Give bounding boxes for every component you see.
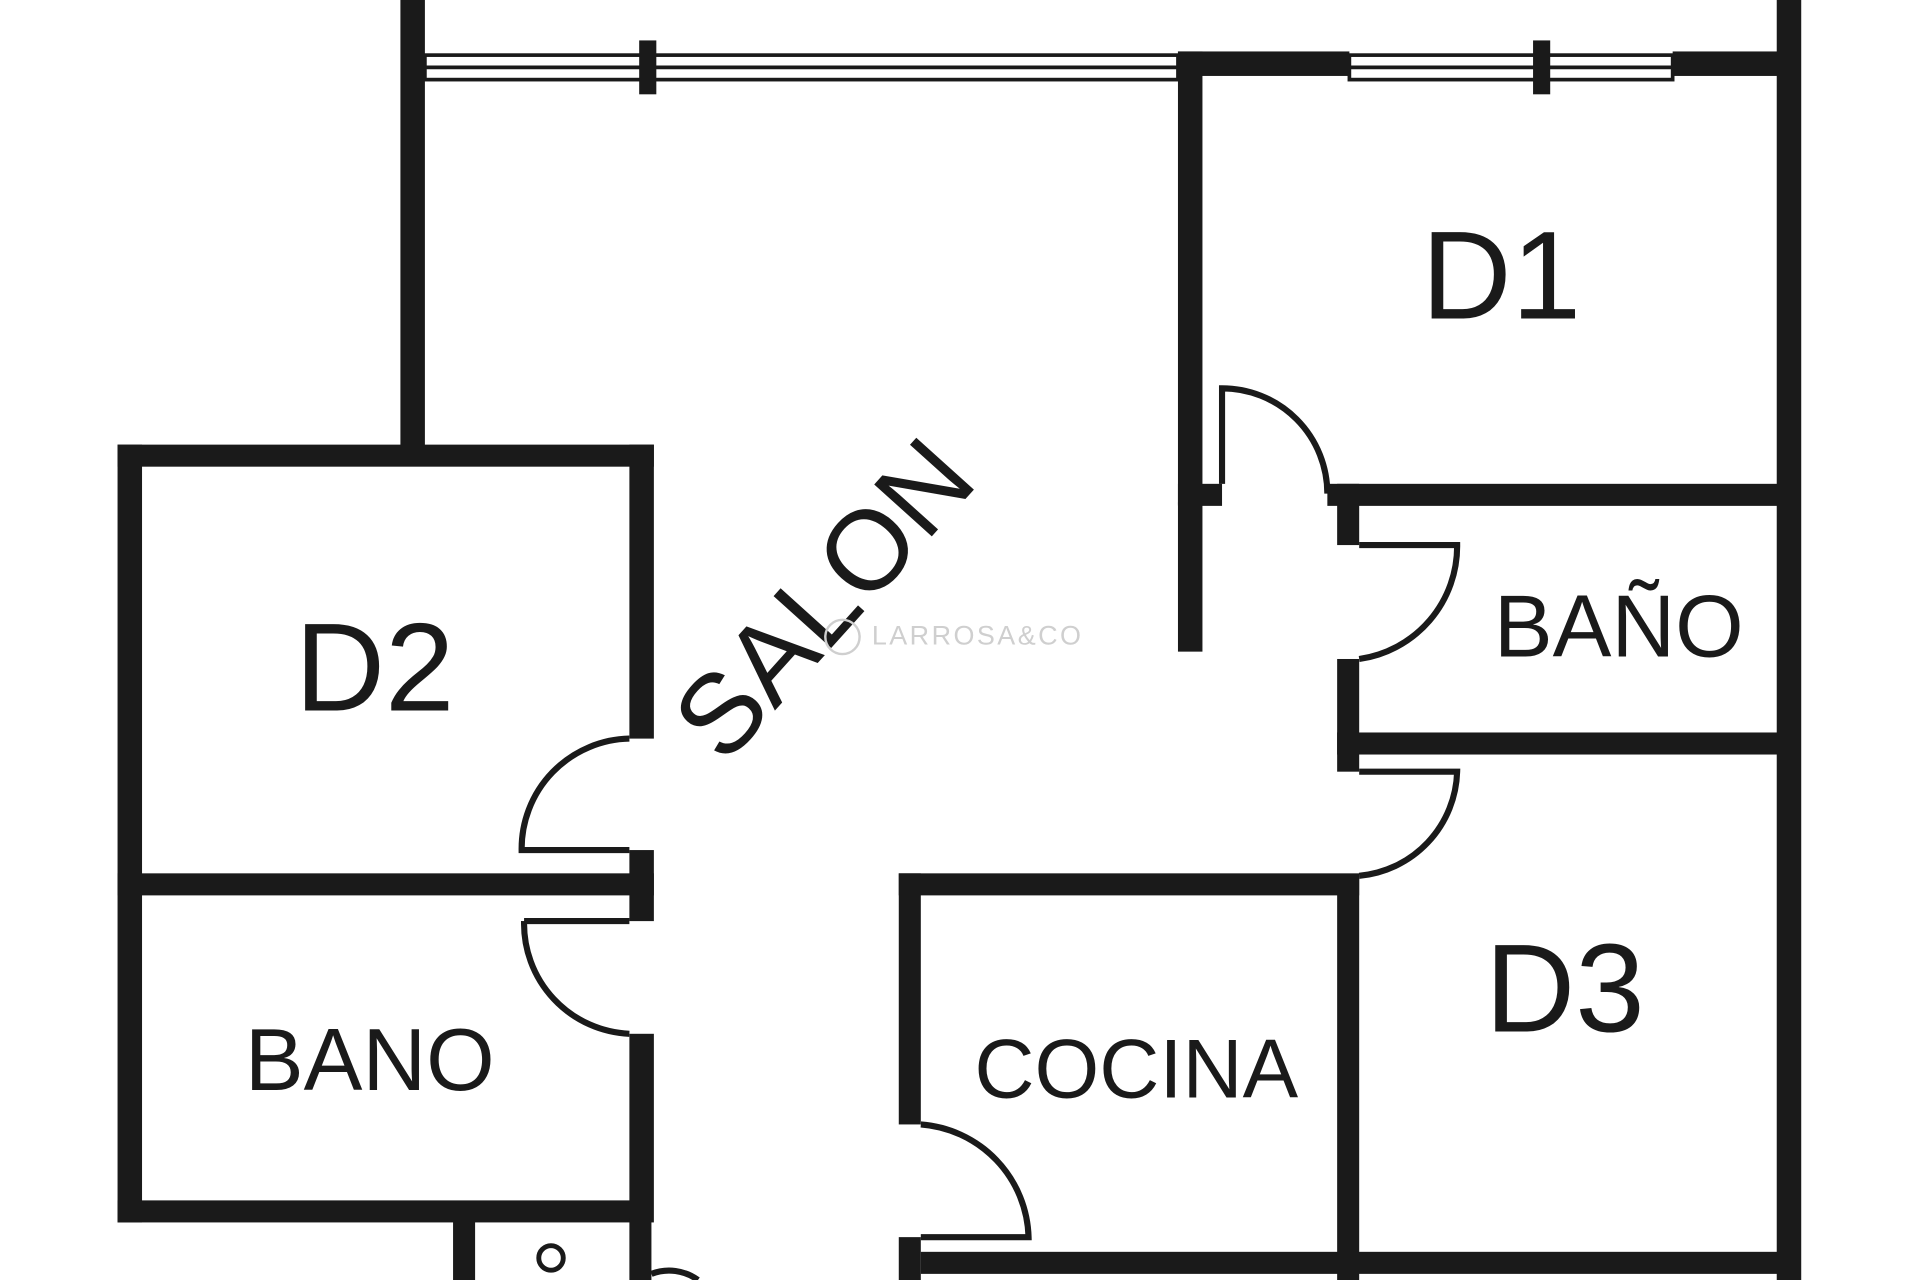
wall (117, 444, 654, 467)
wall (898, 1237, 921, 1280)
wall (629, 1218, 652, 1280)
wall (400, 0, 425, 454)
wall (1776, 0, 1802, 1280)
wall (117, 1200, 652, 1223)
wall (629, 444, 654, 739)
door-swing (521, 918, 630, 1037)
wall (1337, 875, 1360, 1280)
watermark-text: LARROSA&CO (872, 620, 1084, 650)
door-swing (1358, 768, 1461, 879)
wall (898, 873, 921, 1125)
wall (1337, 732, 1778, 755)
wall (453, 1218, 476, 1280)
wall (898, 873, 1360, 896)
wall (1337, 483, 1360, 546)
door-swing (518, 735, 630, 854)
door-swing (1218, 385, 1331, 494)
room-label-d1: D1 (1421, 206, 1581, 345)
doors (518, 385, 1461, 1280)
room-label-cocina: COCINA (974, 1022, 1298, 1115)
wall (629, 1033, 654, 1223)
wall (1177, 483, 1223, 506)
wall (1177, 502, 1203, 652)
wall (1327, 483, 1778, 506)
wall (1337, 658, 1360, 772)
wall (1177, 51, 1203, 505)
windows (423, 53, 1675, 82)
room-label-d3: D3 (1485, 919, 1645, 1058)
room-label-bano-right: BAÑO (1494, 577, 1744, 676)
room-label-d2: D2 (295, 598, 455, 737)
room-label-bano-left: BANO (245, 1010, 495, 1109)
watermark-logo-icon (824, 618, 861, 656)
wall (117, 873, 654, 896)
door-swing (1358, 542, 1461, 663)
wall (1177, 51, 1350, 76)
wall (117, 444, 143, 1223)
window-mullions (639, 40, 1551, 95)
wall (1672, 51, 1778, 76)
watermark: LARROSA&CO (824, 618, 1084, 656)
room-label-salon: SALON (649, 414, 998, 782)
wall (920, 1251, 1778, 1274)
fixture-icon (536, 1243, 566, 1273)
door-swing (920, 1121, 1032, 1241)
door-swing (650, 1267, 700, 1280)
walls (117, 0, 1802, 1280)
